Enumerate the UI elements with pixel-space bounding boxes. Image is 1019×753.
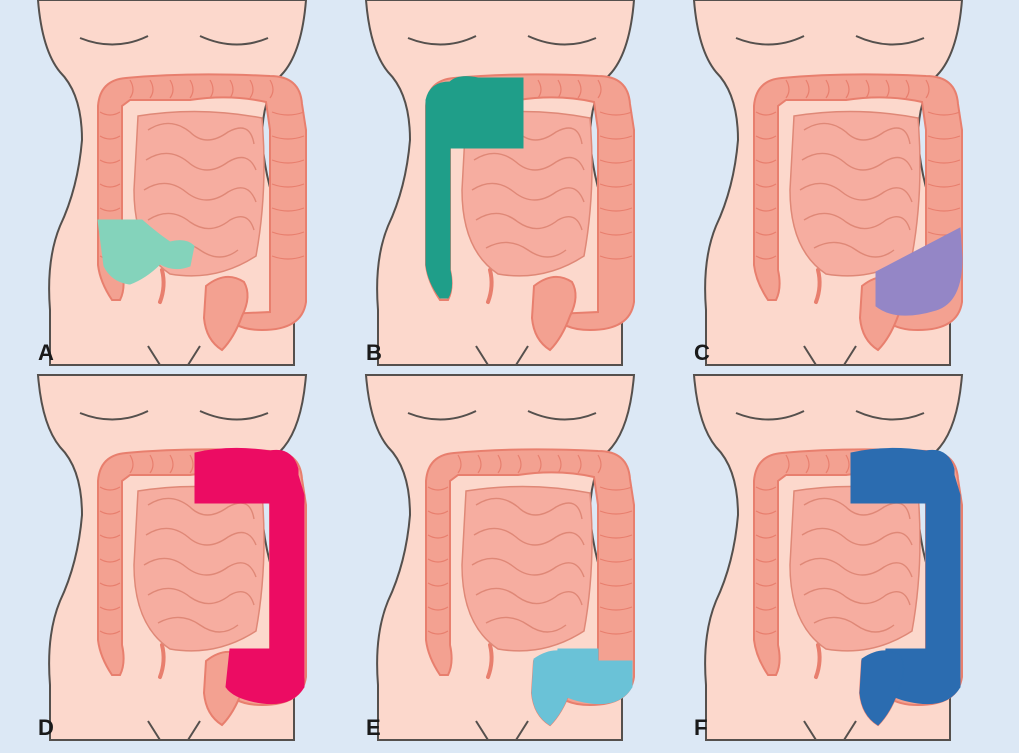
panel-f: F	[694, 375, 962, 740]
small-intestine	[790, 111, 920, 275]
panel-label: C	[694, 340, 710, 365]
panel-e: E	[366, 375, 634, 740]
panel-label: B	[366, 340, 382, 365]
highlight-transverse-right	[450, 77, 523, 148]
panel-label: F	[694, 715, 707, 740]
small-intestine	[790, 486, 920, 650]
small-intestine	[462, 486, 592, 650]
highlight-descending	[270, 475, 304, 687]
panel-label: E	[366, 715, 381, 740]
panel-a: A	[38, 0, 306, 365]
small-intestine	[134, 486, 264, 650]
panel-c: C	[694, 0, 962, 365]
panel-label: D	[38, 715, 54, 740]
highlight-right	[426, 82, 452, 298]
panel-b: B	[366, 0, 634, 365]
panel-label: A	[38, 340, 54, 365]
panel-d: D	[38, 375, 306, 740]
highlight-descending	[926, 475, 960, 687]
